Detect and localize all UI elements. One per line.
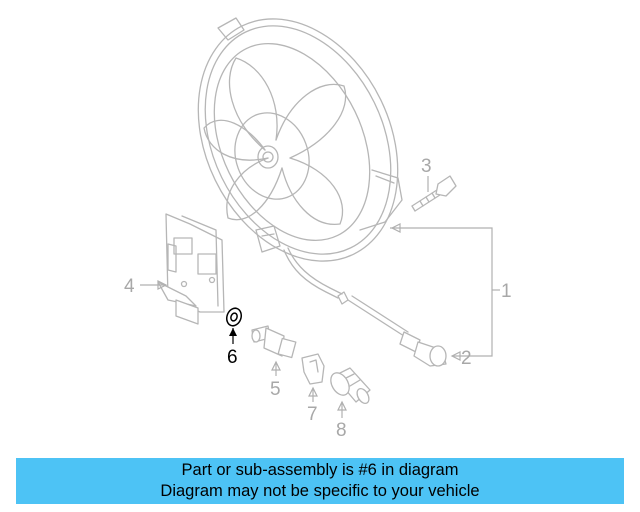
switch-part-8 (330, 367, 371, 405)
callout-4: 4 (124, 276, 135, 297)
control-module-part-4 (157, 213, 225, 325)
leader-1-arrow (390, 223, 401, 233)
callout-8: 8 (336, 420, 347, 441)
leader-5-arrow (271, 360, 281, 371)
washer-part-6 (225, 307, 243, 327)
sensor-part-5 (251, 325, 297, 359)
callout-5: 5 (270, 379, 281, 400)
leader-lines (140, 176, 500, 418)
leader-8-arrow (337, 400, 347, 411)
callout-2: 2 (461, 348, 472, 369)
leader-1 (390, 227, 493, 357)
leader-2-arrow (450, 351, 461, 361)
info-banner: Part or sub-assembly is #6 in diagram Di… (16, 458, 624, 504)
leader-4-arrow (157, 280, 168, 290)
callout-7: 7 (307, 404, 318, 425)
leader-6-arrow (229, 328, 237, 336)
fan-assembly-part-1 (197, 17, 447, 367)
clip-part-7 (301, 353, 325, 385)
bolt-part-3 (411, 175, 457, 212)
leader-7-arrow (308, 386, 318, 397)
callout-3: 3 (421, 156, 432, 177)
banner-line-part-info: Part or sub-assembly is #6 in diagram (181, 461, 459, 479)
callout-6: 6 (227, 347, 238, 368)
callout-1: 1 (501, 281, 512, 302)
banner-line-disclaimer: Diagram may not be specific to your vehi… (160, 482, 480, 500)
